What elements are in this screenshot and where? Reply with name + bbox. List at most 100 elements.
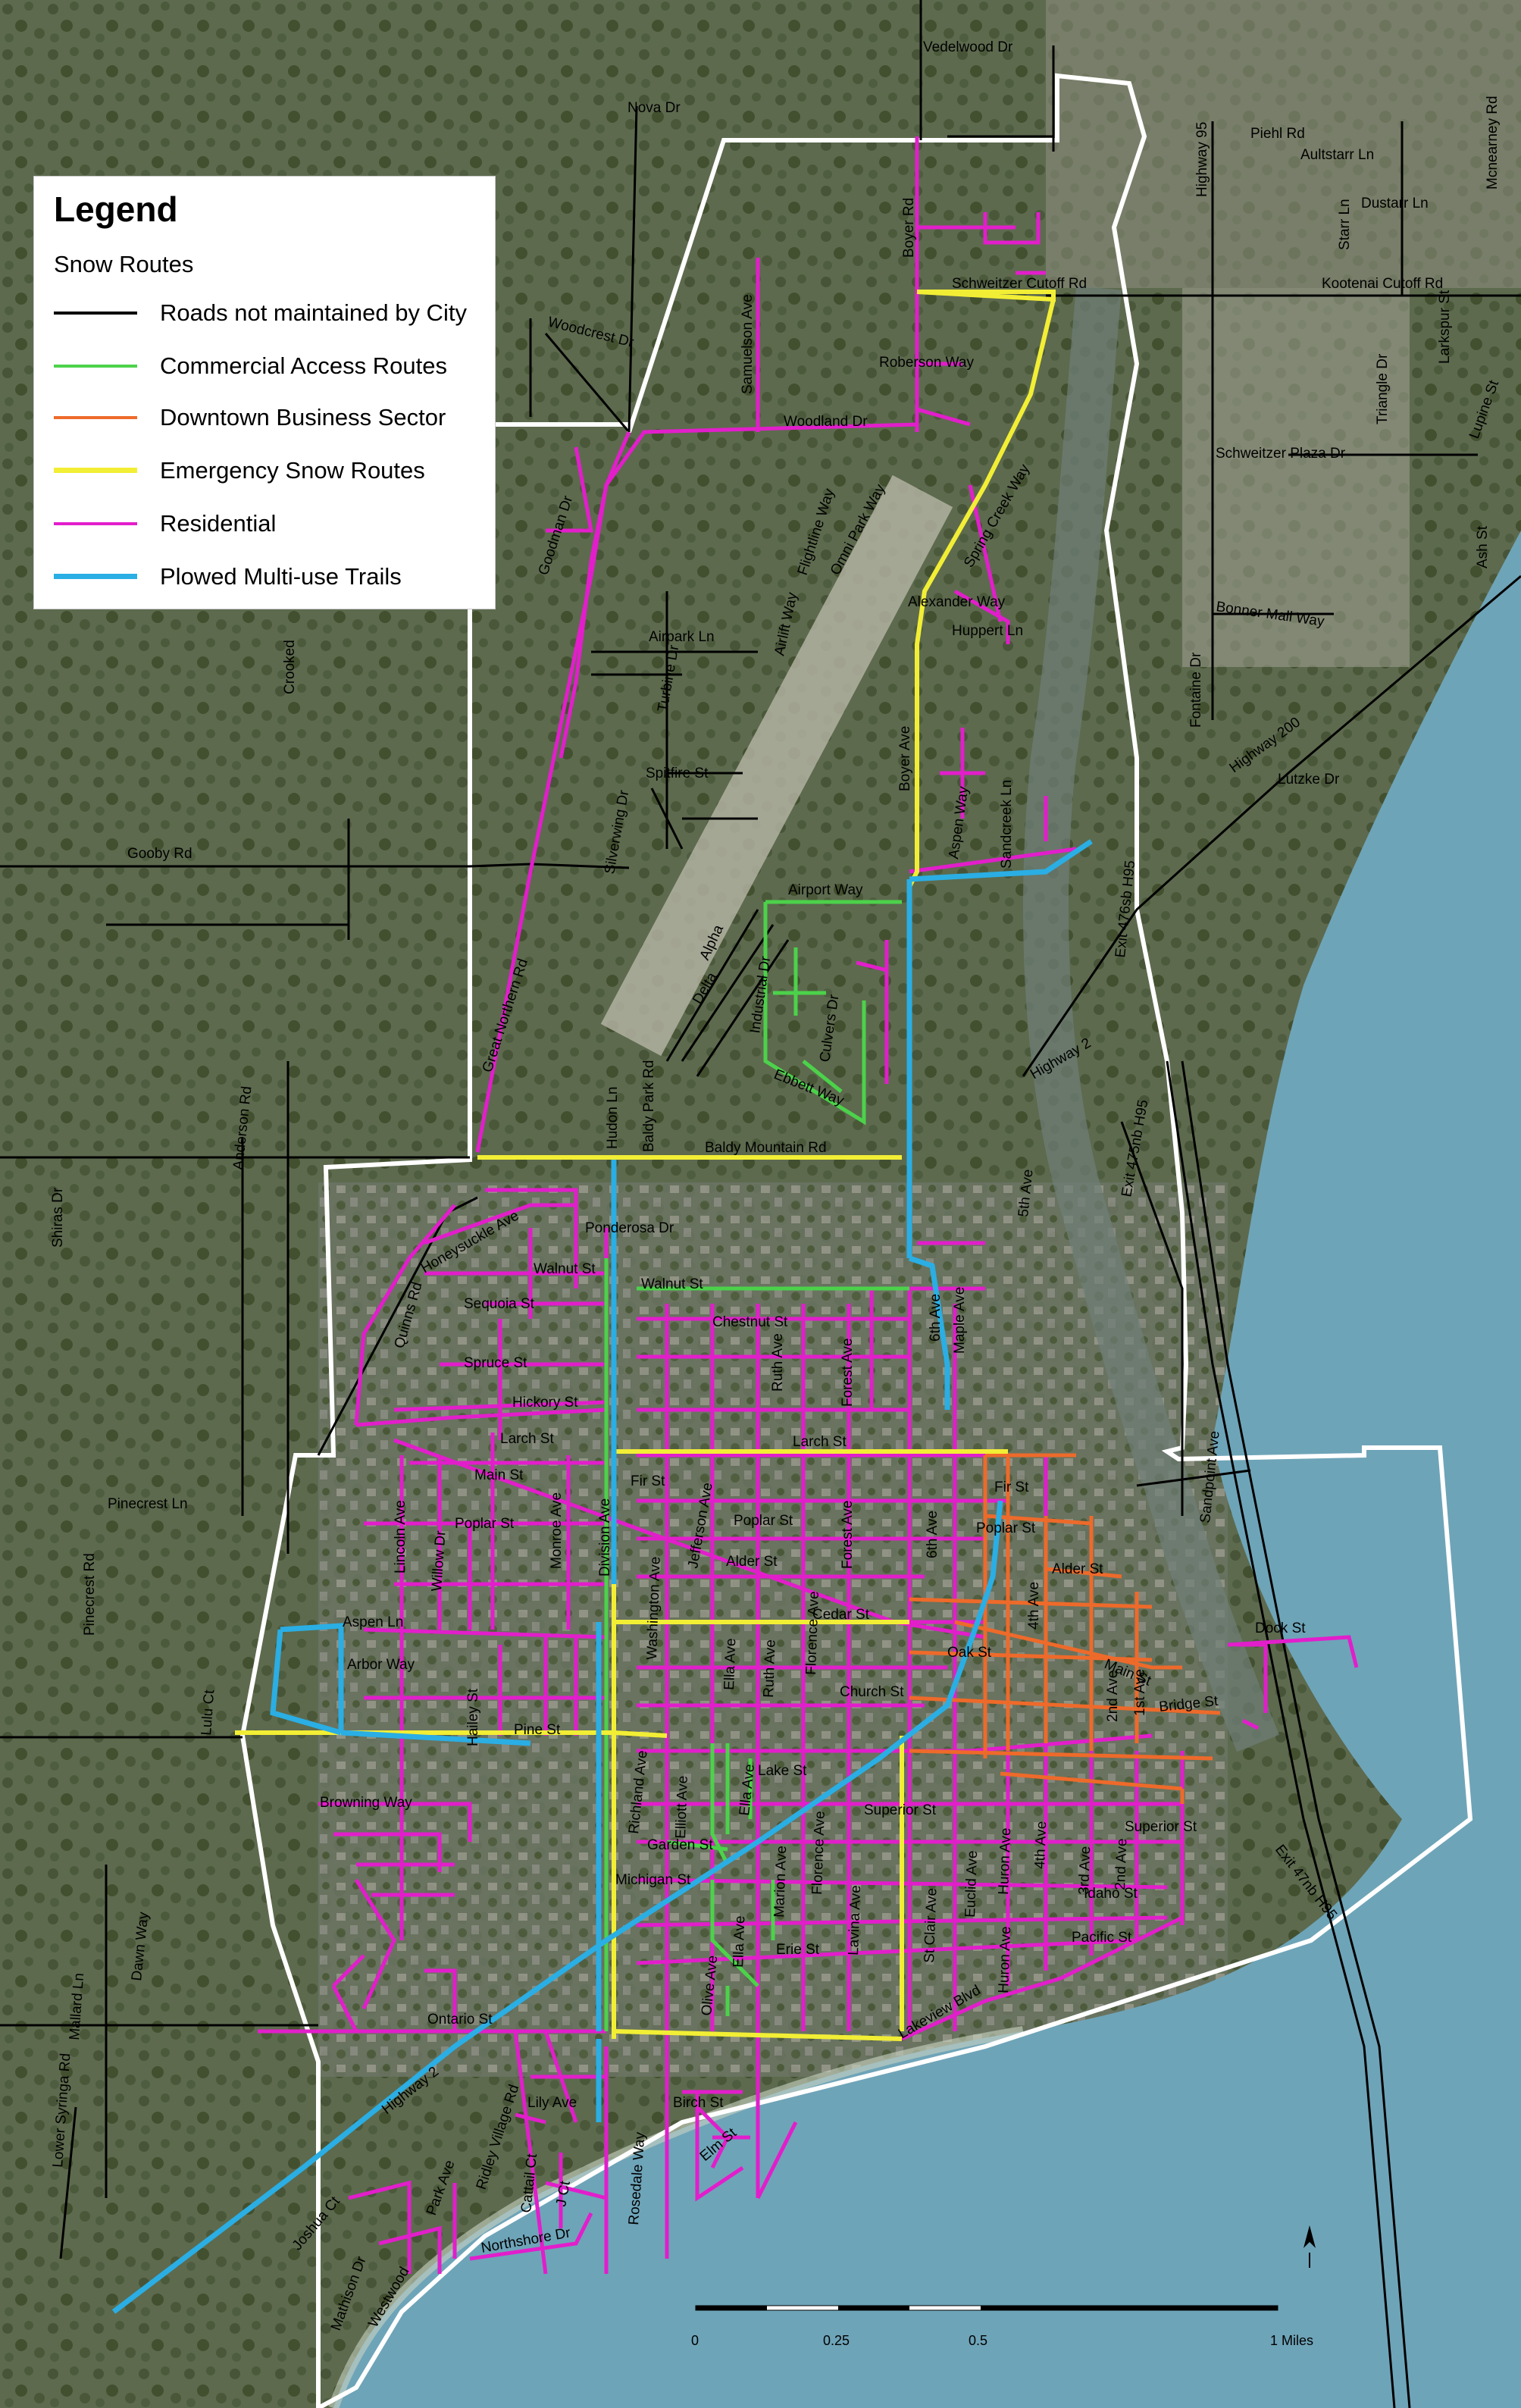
legend-swatch-black [54,312,137,315]
label-second-ave1: 2nd Ave [1105,1671,1121,1722]
label-huppert: Huppert Ln [952,623,1023,639]
label-airpark: Airpark Ln [649,629,715,645]
label-spruce: Spruce St [464,1355,527,1371]
label-piehl: Piehl Rd [1250,126,1305,142]
legend-swatch-yellow [54,468,137,473]
label-pinecrest-rd: Pinecrest Rd [82,1553,98,1636]
river [1023,286,1279,1752]
label-birch: Birch St [673,2095,724,2111]
legend-item-residential: Residential [54,509,486,539]
label-hickory: Hickory St [512,1395,578,1411]
label-marion: Marion Ave [771,1846,790,1918]
label-main1: Main St [474,1467,524,1483]
scale-tick-2: 0.5 [969,2333,987,2348]
label-alder1: Alder St [726,1554,778,1570]
label-lutzke: Lutzke Dr [1278,772,1340,788]
label-huron2: Huron Ave [996,1926,1014,1993]
label-ash: Ash St [1475,525,1491,568]
legend-title: Legend [54,189,178,229]
scale-tick-3: 1 Miles [1270,2333,1313,2348]
legend-item-label: Residential [160,510,277,537]
label-chestnut: Chestnut St [712,1314,788,1330]
scale-bar: 0 0.25 0.5 1 Miles [691,2305,1313,2348]
label-vedelwood: Vedelwood Dr [923,39,1013,55]
label-lake: Lake St [758,1763,807,1779]
label-euclid: Euclid Ave [962,1850,981,1918]
label-larkspur: Larkspur St [1437,290,1453,364]
scale-tick-1: 0.25 [823,2333,850,2348]
lake-shore-south [328,2026,1025,2408]
label-nova: Nova Dr [627,100,681,116]
label-poplar3: Poplar St [976,1520,1036,1536]
label-cedar: Cedar St [812,1607,870,1623]
label-baldy-park: Baldy Park Rd [641,1060,657,1152]
legend-item-emergency: Emergency Snow Routes [54,456,486,486]
label-ontario: Ontario St [427,2012,493,2028]
label-pacific: Pacific St [1072,1930,1132,1946]
legend-item-label: Commercial Access Routes [160,352,448,379]
label-sixth-ave1: 6th Ave [928,1294,944,1342]
label-garden: Garden St [647,1837,713,1853]
label-idaho: Idaho St [1084,1886,1138,1902]
legend-swatch-blue [54,574,137,579]
label-boyer-rd: Boyer Rd [901,198,917,258]
legend-item-label: Downtown Business Sector [160,404,446,431]
label-st-clair: St Clair Ave [922,1888,940,1964]
legend-swatch-magenta [54,522,137,525]
label-lincoln: Lincoln Ave [393,1500,408,1573]
label-lulu: Lulu Ct [199,1689,218,1736]
label-sandcreek: Sandcreek Ln [999,780,1015,869]
label-fir1: Fir St [631,1473,665,1489]
label-church: Church St [840,1684,904,1700]
airport-strip [600,474,953,1057]
label-alder2: Alder St [1052,1561,1103,1577]
legend-item-label: Roads not maintained by City [160,299,467,326]
label-schweitzer-plaza: Schweitzer Plaza Dr [1216,446,1346,462]
label-ella3: Ella Ave [731,1915,748,1968]
label-sequoia: Sequoia St [464,1296,535,1312]
label-triangle: Triangle Dr [1375,353,1391,424]
fields-north [1046,0,1521,288]
label-shiras: Shiras Dr [50,1187,66,1248]
label-hwy95: Highway 95 [1194,122,1210,197]
label-roberson: Roberson Way [879,355,974,371]
label-walnut1: Walnut St [534,1261,596,1277]
label-gooby: Gooby Rd [127,846,192,862]
label-walnut2: Walnut St [641,1276,703,1292]
legend-item-trails: Plowed Multi-use Trails [54,562,486,592]
label-third-ave: 3rd Ave [1076,1846,1094,1895]
label-first-ave: 1st Ave [1132,1669,1148,1716]
legend: Legend Snow Routes Roads not maintained … [33,176,496,609]
label-fontaine: Fontaine Dr [1188,652,1204,728]
label-baldy-mountain: Baldy Mountain Rd [705,1140,827,1156]
label-aultstarr: Aultstarr Ln [1300,147,1374,163]
label-crooked: Crooked [282,640,298,694]
fields-east [1182,288,1410,667]
label-hailey: Hailey St [465,1688,481,1746]
label-huron1: Huron Ave [996,1827,1014,1895]
legend-item-label: Emergency Snow Routes [160,457,425,484]
label-monroe: Monroe Ave [549,1492,565,1569]
legend-swatch-orange [54,416,137,419]
label-florence2: Florence Ave [809,1811,828,1895]
label-ponderosa: Ponderosa Dr [585,1220,674,1236]
legend-item-label: Plowed Multi-use Trails [160,563,402,590]
label-ruth1: Ruth Ave [770,1333,786,1392]
label-poplar1: Poplar St [455,1516,515,1532]
legend-item-commercial: Commercial Access Routes [54,351,486,381]
legend-item-roads-not-maintained: Roads not maintained by City [54,298,486,328]
label-ella1: Ella Ave [721,1638,739,1690]
roads-downtown [909,1453,1221,1804]
label-division: Division Ave [597,1498,613,1577]
label-fourth-ave2: 4th Ave [1032,1821,1050,1869]
label-browning: Browning Way [320,1795,412,1811]
label-maple: Maple Ave [952,1287,968,1354]
label-schweitzer-cutoff: Schweitzer Cutoff Rd [952,276,1087,292]
label-washington: Washington Ave [644,1556,664,1660]
label-superior1: Superior St [864,1802,937,1818]
label-fourth-ave1: 4th Ave [1026,1582,1042,1630]
scale-tick-0: 0 [691,2333,699,2348]
plowed-trails [111,839,1093,2314]
